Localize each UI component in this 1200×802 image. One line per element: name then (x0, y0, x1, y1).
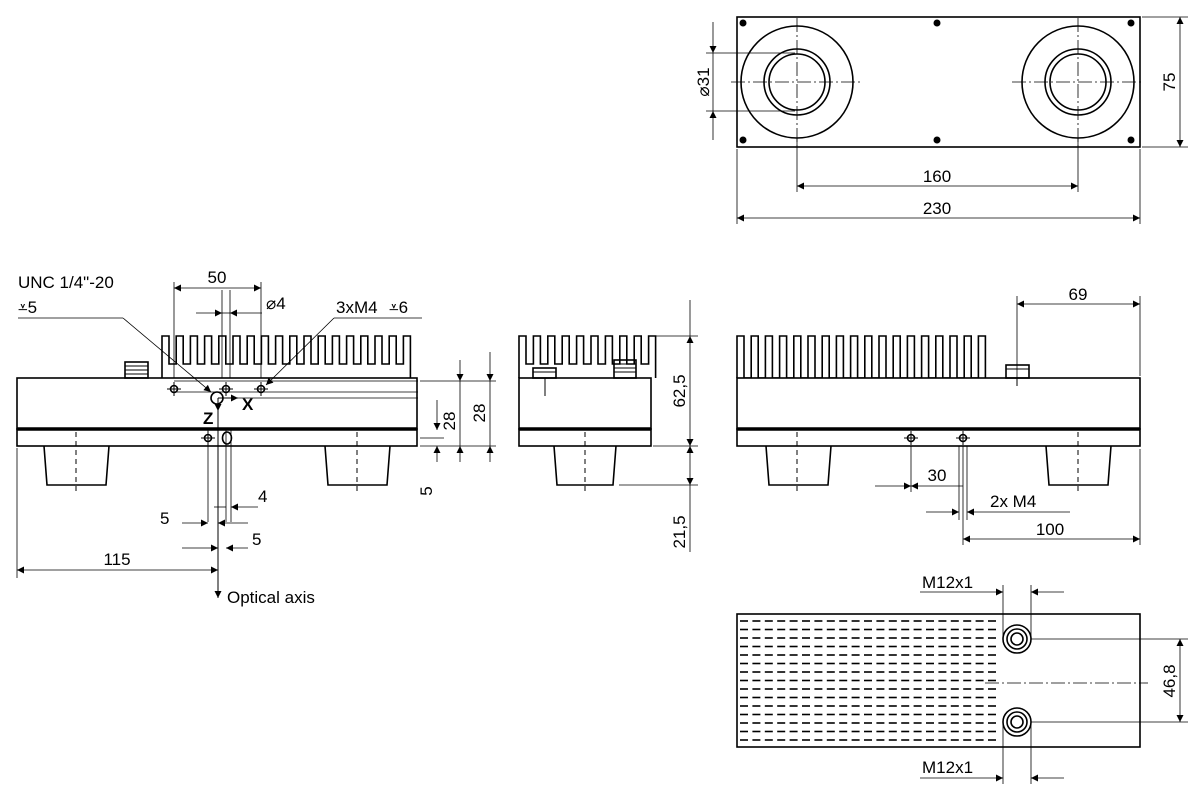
dim-diameter-4: ⌀4 (196, 290, 286, 378)
heatsink-slots (740, 620, 996, 741)
lens-tube-left-2 (324, 432, 391, 492)
dim-height-21-5: 21,5 (619, 446, 698, 552)
dim-diameter-31: ⌀31 (694, 22, 795, 140)
callout-unc: UNC 1/4"-20 ⩡5 (18, 273, 212, 393)
lens-tube-right-2 (1045, 432, 1112, 492)
lens-tube-left-1 (43, 432, 110, 492)
dim-label-diameter-31: ⌀31 (694, 67, 713, 96)
dim-label-5b: 5 (252, 530, 261, 549)
dim-offset-5-bottom: 5 (182, 530, 261, 552)
dim-height-75: 75 (1142, 16, 1188, 148)
dim-label-21-5: 21,5 (670, 515, 689, 548)
side-view-middle: 62,5 21,5 (518, 300, 698, 552)
dim-label-4: 4 (258, 487, 267, 506)
callout-3xm4: 3xM4 ⩡6 (265, 298, 422, 386)
dim-label-46-8: 46,8 (1160, 664, 1179, 697)
lens-tube-middle (553, 432, 617, 492)
dim-label-28a: 28 (440, 412, 459, 431)
top-view: ⌀31 75 160 230 (694, 16, 1188, 224)
callout-unc-label: UNC 1/4"-20 (18, 273, 114, 292)
connector-middle-1 (532, 367, 557, 396)
heatsink-fins-middle (518, 335, 657, 378)
dim-width-230: 230 (736, 149, 1141, 224)
side-view-right: 69 30 2x M4 100 (736, 285, 1141, 545)
dim-height-5: 5 (417, 400, 444, 496)
lens-opening-left (731, 18, 863, 146)
connector-left (124, 361, 149, 379)
dim-label-160: 160 (923, 167, 951, 186)
dim-height-62-5: 62,5 (653, 300, 698, 447)
dim-width-115: 115 (16, 448, 218, 578)
dim-label-69: 69 (1069, 285, 1088, 304)
dim-label-62-5: 62,5 (670, 374, 689, 407)
side-view-left: X Z Optical axis UNC 1/4"-20 ⩡5 50 ⌀4 (16, 268, 496, 607)
dim-width-30: 30 (875, 446, 968, 545)
dim-label-2x-m4: 2x M4 (990, 492, 1036, 511)
dim-2x-m4: 2x M4 (926, 492, 1070, 516)
dim-label-115: 115 (103, 550, 130, 569)
dim-label-5a: 5 (160, 509, 169, 528)
m4-holes-right (904, 431, 970, 445)
dim-width-69: 69 (1016, 285, 1141, 385)
m12-connector-top (1002, 624, 1032, 654)
dim-width-100: 100 (963, 449, 1141, 545)
dim-height-28-outer: 28 (420, 352, 496, 462)
mounting-screws-top-view (739, 19, 1135, 144)
rear-view: M12x1 M12x1 46,8 (736, 573, 1188, 784)
heatsink-fins-right (736, 335, 987, 379)
optical-axis-label: Optical axis (227, 588, 315, 607)
dim-label-28b: 28 (470, 404, 489, 423)
dim-width-50: 50 (173, 268, 262, 378)
dim-label-100: 100 (1036, 520, 1064, 539)
dim-label-75: 75 (1160, 73, 1179, 92)
callout-3xm4-depth: ⩡6 (389, 298, 408, 317)
callout-unc-depth: ⩡5 (18, 298, 37, 317)
dim-m12-top: M12x1 (920, 573, 1064, 639)
dim-height-28-inner: 28 (420, 360, 468, 462)
lens-tube-right-1 (765, 432, 832, 492)
dim-label-30: 30 (928, 466, 947, 485)
dim-label-230: 230 (923, 199, 951, 218)
dim-label-m12-bottom: M12x1 (922, 758, 973, 777)
x-axis-label: X (242, 395, 254, 414)
connector-middle-2 (613, 359, 637, 379)
dim-label-5-vertical: 5 (417, 486, 436, 495)
dim-offset-5-top: 5 (160, 509, 248, 528)
heatsink-fins-left (161, 335, 412, 378)
m12-connector-bottom (1002, 707, 1032, 737)
dim-label-m12-top: M12x1 (922, 573, 973, 592)
dim-m12-bottom: M12x1 (920, 722, 1064, 784)
dim-height-46-8: 46,8 (1031, 638, 1188, 723)
dim-label-diameter-4: ⌀4 (266, 294, 286, 313)
dim-width-160: 160 (796, 138, 1079, 192)
dim-label-50: 50 (208, 268, 227, 287)
lens-opening-right (1012, 18, 1144, 146)
z-axis-label: Z (203, 409, 213, 428)
callout-3xm4-label: 3xM4 (336, 298, 378, 317)
dim-offset-4: 4 (214, 487, 267, 511)
